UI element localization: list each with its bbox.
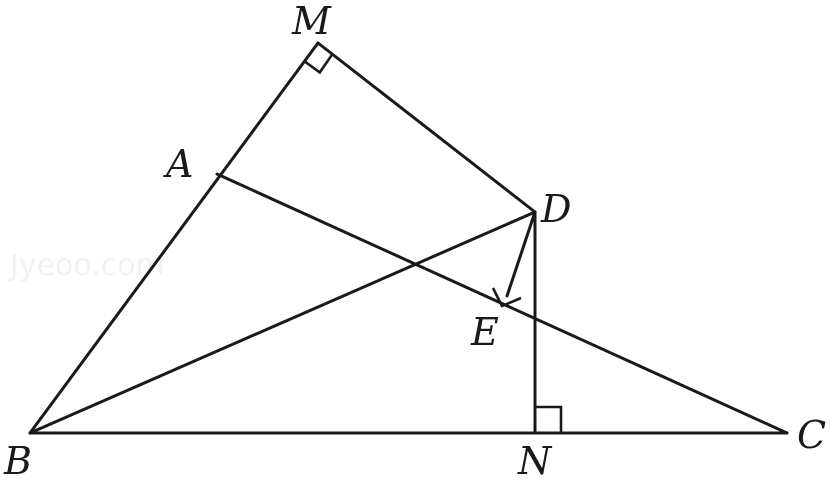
segment-de <box>505 210 537 298</box>
label-c: C <box>797 413 826 457</box>
segment-md <box>316 41 537 214</box>
label-m: M <box>291 0 332 43</box>
segment-bd <box>28 210 537 435</box>
label-d: D <box>540 187 571 231</box>
label-b: B <box>3 439 32 481</box>
label-a: A <box>163 142 193 186</box>
label-e: E <box>470 310 499 354</box>
right-angle-mark-e <box>491 287 522 308</box>
segment-bm <box>28 41 320 435</box>
right-angle-mark-n <box>535 405 563 433</box>
watermark: Jyeoo.com <box>8 248 165 283</box>
label-n: N <box>517 439 553 481</box>
right-angle-mark-m <box>303 53 334 75</box>
